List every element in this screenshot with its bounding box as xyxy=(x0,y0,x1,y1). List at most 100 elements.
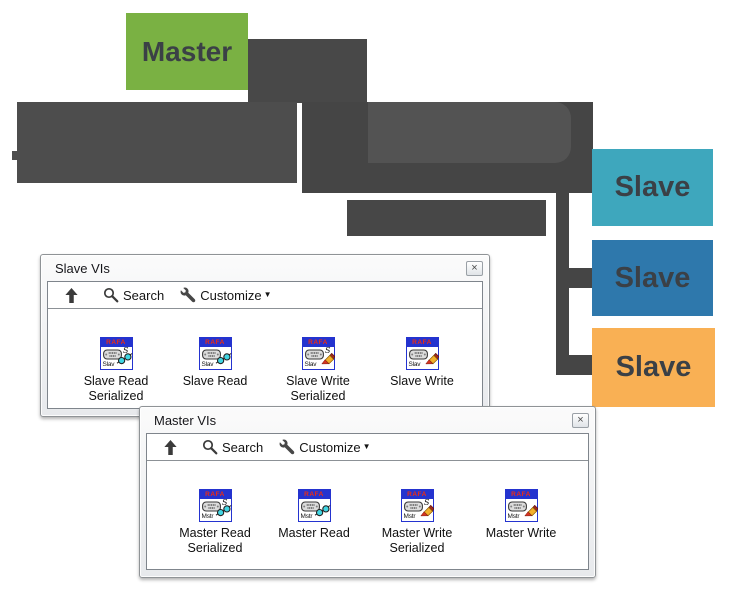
vi-item-master-read[interactable]: RAFA Mstr Master Read xyxy=(264,489,364,541)
bus-stub-slave3 xyxy=(556,355,592,375)
vi-icon: RAFA Mstr xyxy=(297,489,331,522)
slave-box-1: Slave xyxy=(592,149,713,226)
customize-label: Customize xyxy=(200,287,262,303)
icon-tag: Slav xyxy=(304,361,317,368)
glasses-read-icon xyxy=(215,504,232,522)
wrench-icon xyxy=(279,439,295,455)
search-button[interactable]: Search xyxy=(202,439,263,455)
chevron-down-icon: ▼ xyxy=(263,289,272,299)
close-button[interactable]: × xyxy=(466,261,483,276)
pencil-write-icon xyxy=(320,351,335,370)
rafa-banner: RAFA xyxy=(302,338,334,347)
slave-box-3: Slave xyxy=(592,328,715,407)
connector-lower-block xyxy=(347,200,546,236)
search-icon xyxy=(103,287,119,303)
vi-icon: RAFA Slav xyxy=(405,337,439,370)
vi-icon: RAFA S Mstr xyxy=(400,489,434,522)
rafa-banner: RAFA xyxy=(199,338,231,347)
close-icon: × xyxy=(471,262,478,274)
serialized-s-glyph: S xyxy=(123,346,129,355)
vi-label: Slave Read xyxy=(182,374,248,388)
serialized-s-glyph: S xyxy=(222,498,228,507)
pencil-write-icon xyxy=(419,503,434,522)
slave-box-1-label: Slave xyxy=(614,171,691,203)
db9-connector-icon xyxy=(507,501,527,512)
close-button[interactable]: × xyxy=(572,413,589,428)
customize-button[interactable]: Customize ▼ xyxy=(279,439,371,455)
glasses-read-icon xyxy=(116,352,133,370)
master-vis-palette-window: Master VIs × Search xyxy=(139,406,596,578)
window-title: Slave VIs xyxy=(55,261,110,276)
palette-toolbar: Search Customize ▼ xyxy=(48,282,482,309)
glasses-read-icon xyxy=(314,504,331,522)
palette-toolbar: Search Customize ▼ xyxy=(147,434,588,461)
rafa-banner: RAFA xyxy=(100,338,132,347)
vi-item-slave-read[interactable]: RAFA Slav Slave Read xyxy=(165,337,265,389)
icon-tag: Slav xyxy=(201,361,214,368)
search-icon xyxy=(202,439,218,455)
icon-tag: Mstr xyxy=(300,513,313,520)
window-title: Master VIs xyxy=(154,413,217,428)
icon-tag: Mstr xyxy=(201,513,214,520)
vi-label: Slave Write xyxy=(390,374,454,388)
vi-icon: RAFA S Mstr xyxy=(198,489,232,522)
master-box-label: Master xyxy=(141,35,233,67)
db9-connector-icon xyxy=(201,349,221,360)
search-label: Search xyxy=(123,287,165,303)
vi-icon: RAFA S Slav xyxy=(99,337,133,370)
customize-button[interactable]: Customize ▼ xyxy=(180,287,272,303)
icon-tag: Mstr xyxy=(507,513,520,520)
db9-connector-icon xyxy=(408,349,428,360)
navigate-up-button[interactable] xyxy=(164,439,177,455)
wrench-icon xyxy=(180,287,196,303)
title-bar[interactable]: Master VIs × xyxy=(140,407,595,433)
glasses-read-icon xyxy=(215,352,232,370)
master-box: Master xyxy=(126,13,248,90)
db9-connector-icon xyxy=(403,501,423,512)
slave-box-3-label: Slave xyxy=(615,351,692,383)
vi-label: Master Read xyxy=(278,526,350,540)
serialized-s-glyph: S xyxy=(325,346,331,355)
slave-vis-palette-window: Slave VIs × Search xyxy=(40,254,490,417)
icon-tag: Slav xyxy=(408,361,421,368)
chevron-down-icon: ▼ xyxy=(362,441,371,451)
rafa-banner: RAFA xyxy=(298,490,330,499)
serialized-s-glyph: S xyxy=(424,498,430,507)
connector-band-notch xyxy=(12,151,18,160)
db9-connector-icon xyxy=(201,501,221,512)
navigate-up-button[interactable] xyxy=(65,287,78,303)
palette-panel: Search Customize ▼ RAFA S Mstr xyxy=(146,433,589,570)
vi-item-slave-write[interactable]: RAFA Slav Slave Write xyxy=(372,337,472,389)
bus-line-vertical xyxy=(556,193,569,375)
rafa-banner: RAFA xyxy=(401,490,433,499)
title-bar[interactable]: Slave VIs × xyxy=(41,255,489,281)
icon-tag: Mstr xyxy=(403,513,416,520)
up-arrow-icon xyxy=(164,439,177,455)
vi-icon: RAFA Slav xyxy=(198,337,232,370)
rafa-banner: RAFA xyxy=(505,490,537,499)
connector-master-drop xyxy=(248,39,367,103)
vi-item-master-write[interactable]: RAFA Mstr Master Write xyxy=(471,489,571,541)
db9-connector-icon xyxy=(102,349,122,360)
close-icon: × xyxy=(577,414,584,426)
search-button[interactable]: Search xyxy=(103,287,164,303)
rafa-banner: RAFA xyxy=(199,490,231,499)
rafa-banner: RAFA xyxy=(406,338,438,347)
db9-connector-icon xyxy=(300,501,320,512)
vi-icon: RAFA S Slav xyxy=(301,337,335,370)
db9-connector-icon xyxy=(304,349,324,360)
bus-stub-slave2 xyxy=(567,268,592,288)
vi-icon: RAFA Mstr xyxy=(504,489,538,522)
up-arrow-icon xyxy=(65,287,78,303)
